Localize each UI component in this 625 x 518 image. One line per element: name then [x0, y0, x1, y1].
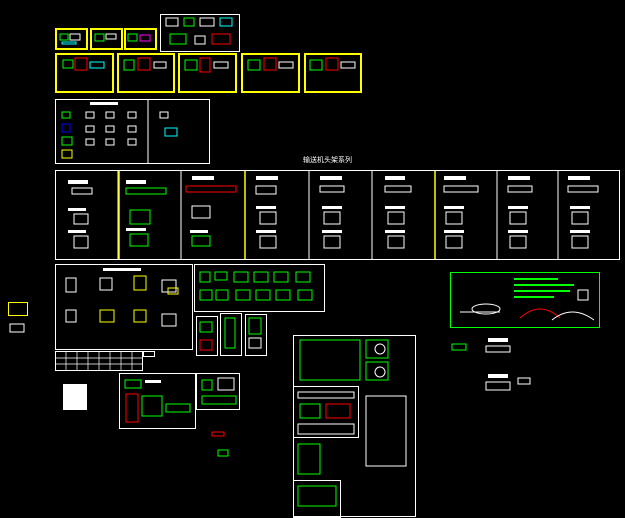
param-table-small — [143, 351, 155, 357]
left-part — [8, 302, 28, 316]
thumb-sheet-1 — [55, 28, 88, 50]
section-frame — [119, 373, 196, 429]
detail-frame-2 — [220, 313, 242, 356]
detail-frame-1 — [196, 316, 218, 356]
small-detail-frame — [196, 373, 240, 410]
notes-frame — [450, 272, 600, 328]
detail-frame-3 — [245, 314, 267, 356]
main-title: 输送机头架系列 — [303, 156, 352, 164]
series-strip — [55, 170, 620, 260]
sheet-a3 — [178, 53, 237, 93]
blank-sheet — [63, 384, 87, 410]
thumb-sheet-3 — [124, 28, 157, 50]
thumb-sheet-4 — [160, 14, 240, 52]
sheet-a5 — [304, 53, 362, 93]
sheet-a1 — [55, 53, 114, 93]
detail-sheet-inner-1 — [293, 386, 359, 438]
profile-catalog-frame — [55, 264, 193, 350]
sheet-a2 — [117, 53, 175, 93]
legend-frame — [55, 99, 210, 164]
assembly-frame — [194, 264, 325, 312]
sheet-a4 — [241, 53, 300, 93]
thumb-sheet-2 — [90, 28, 123, 50]
